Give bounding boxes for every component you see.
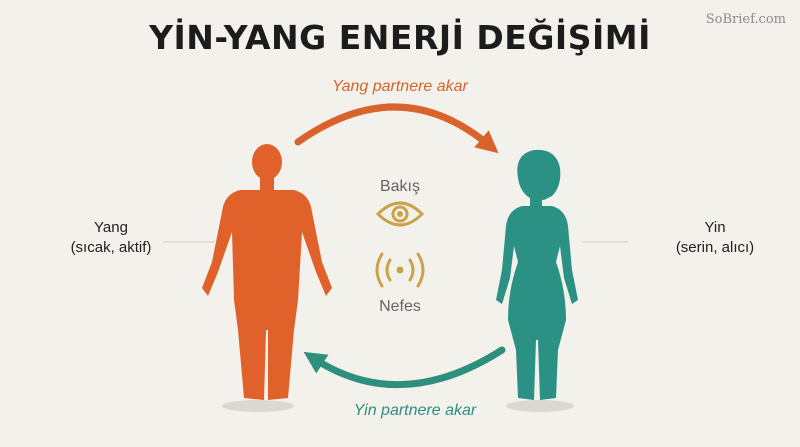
left-figure-shadow	[222, 400, 294, 412]
yin-flow-arrow	[303, 346, 506, 389]
page-title: YİN-YANG ENERJİ DEĞİŞİMİ	[149, 18, 651, 57]
yin-figure	[496, 149, 578, 400]
breath-label: Nefes	[379, 298, 421, 315]
eye-icon	[375, 201, 425, 227]
yang-flow-label: Yang partnere akar	[332, 78, 468, 95]
right-figure-shadow	[506, 400, 574, 412]
yin-label-name: Yin	[704, 219, 726, 236]
yin-flow-label: Yin partnere akar	[353, 402, 477, 419]
yang-label-name: Yang	[94, 219, 128, 236]
yang-label-desc: (sıcak, aktif)	[70, 239, 152, 256]
yang-flow-arrow	[294, 103, 499, 154]
watermark: SoBrief.com	[705, 12, 786, 27]
gaze-label: Bakış	[379, 178, 420, 195]
yang-label: Yang (sıcak, aktif)	[36, 218, 186, 258]
breath-waves-icon	[375, 252, 425, 288]
yin-label-desc: (serin, alıcı)	[675, 239, 755, 256]
yin-label: Yin (serin, alıcı)	[640, 218, 790, 258]
yang-figure	[202, 144, 332, 400]
